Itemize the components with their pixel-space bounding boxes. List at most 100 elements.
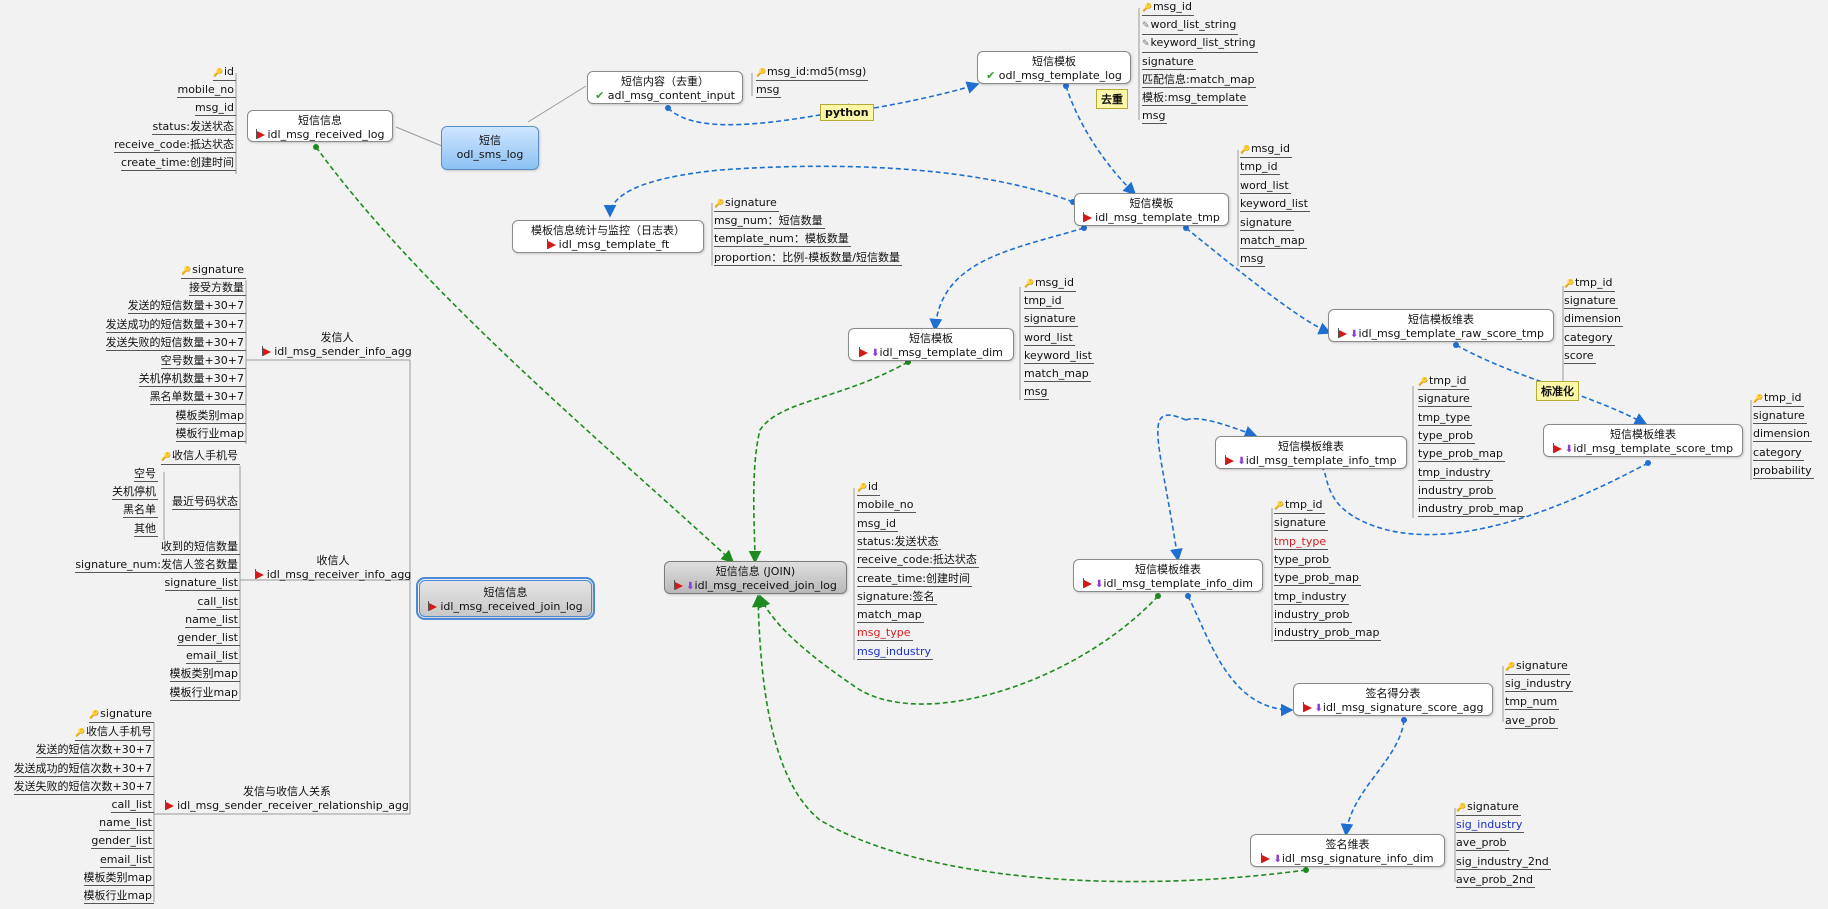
field-item: 收信人手机号 [161, 449, 240, 465]
node-table-name: idl_msg_sender_receiver_relationship_agg [177, 799, 409, 812]
field-item: category [1564, 330, 1615, 346]
node-receiver-agg[interactable]: 收信人 idl_msg_receiver_info_agg [254, 554, 412, 582]
field-item: word_list [1240, 178, 1291, 194]
node-title: 短信模板维表 [1408, 313, 1474, 326]
field-item: 发送成功的短信数量+30+7 [105, 317, 246, 333]
field-item: receive_code:抵达状态 [114, 137, 236, 153]
node-title: 签名维表 [1325, 838, 1370, 851]
field-item: 发送失败的短信次数+30+7 [13, 779, 154, 795]
field-item: tmp_id [1240, 160, 1280, 176]
field-item: 模板行业map [83, 889, 154, 904]
field-item: msg [1240, 252, 1266, 268]
node-content-input[interactable]: 短信内容（去重） ✔ adl_msg_content_input [587, 71, 743, 104]
field-item: tmp_num [1505, 695, 1560, 711]
flow-infodim-sig [1187, 595, 1294, 717]
field-item: 模板行业map [175, 426, 246, 442]
node-template-tmp[interactable]: 短信模板 idl_msg_template_tmp [1074, 193, 1229, 226]
field-item: dimension [1564, 312, 1623, 328]
node-title: 短信模板维表 [1278, 440, 1344, 453]
field-item: tmp_type [1274, 534, 1329, 550]
field-item: 关机停机 [112, 485, 158, 501]
field-item: category [1753, 445, 1804, 461]
node-title: 短信信息 (JOIN) [715, 565, 796, 578]
flow-loop [1157, 414, 1187, 562]
node-score-tmp[interactable]: 短信模板维表 ⬇idl_msg_template_score_tmp [1543, 424, 1743, 457]
field-item: name_list [99, 816, 154, 832]
arrow-down-icon: ⬇ [1314, 703, 1323, 714]
field-item: 模板类别map [169, 667, 240, 683]
node-sig-score-agg[interactable]: 签名得分表 ⬇idl_msg_signature_score_agg [1293, 683, 1493, 716]
check-icon: ✔ [986, 69, 996, 82]
field-item: dimension [1753, 427, 1812, 443]
field-item: signature [1274, 516, 1328, 532]
flag-icon [546, 239, 557, 249]
field-item: signature [1240, 215, 1294, 231]
flag-icon [674, 580, 684, 590]
node-info-dim[interactable]: 短信模板维表 ⬇idl_msg_template_info_dim [1073, 559, 1263, 592]
field-item: 发送成功的短信次数+30+7 [13, 761, 154, 777]
field-item: type_prob [1418, 428, 1476, 444]
field-item: signature_list [164, 576, 240, 592]
field-item: signature:签名 [857, 589, 937, 605]
flow-raw-score [1455, 344, 1648, 425]
arrow-down-icon: ⬇ [1273, 854, 1282, 865]
flow-tmp-raw [1185, 227, 1332, 335]
field-item: sig_industry [1456, 818, 1525, 834]
field-item: match_map [857, 608, 924, 624]
flag-icon [254, 569, 265, 579]
node-info-tmp[interactable]: 短信模板维表 ⬇idl_msg_template_info_tmp [1215, 436, 1407, 469]
node-table-name: idl_msg_received_join_log [694, 579, 837, 592]
node-odl-sms-log[interactable]: 短信 odl_sms_log [441, 126, 539, 170]
node-title: 短信模板 [1032, 55, 1076, 68]
field-item: keyword_list_string [1142, 36, 1258, 54]
node-join-log[interactable]: 短信信息 (JOIN) ⬇idl_msg_received_join_log [664, 561, 847, 594]
field-item: msg_id [1240, 142, 1292, 158]
node-relationship-agg[interactable]: 发信与收信人关系 idl_msg_sender_receiver_relatio… [164, 785, 410, 813]
field-item: type_prob_map [1274, 571, 1361, 587]
node-template-dim[interactable]: 短信模板 ⬇idl_msg_template_dim [848, 328, 1014, 361]
flag-icon [255, 129, 266, 139]
field-item: 接受方数量 [189, 281, 246, 297]
node-table-name: idl_msg_template_info_dim [1103, 577, 1253, 590]
node-title: 发信人 [320, 331, 354, 344]
node-title: 收信人 [316, 554, 350, 567]
field-item: probability [1753, 463, 1814, 479]
field-item: signature [89, 707, 154, 723]
field-item: match_map [1240, 234, 1307, 249]
node-received-log[interactable]: 短信信息 idl_msg_received_log [247, 110, 393, 142]
node-template-ft[interactable]: 模板信息统计与监控（日志表） idl_msg_template_ft [512, 220, 704, 253]
node-table-name: idl_msg_template_ft [558, 238, 670, 251]
flag-icon [262, 346, 272, 356]
node-raw-score-tmp[interactable]: 短信模板维表 ⬇idl_msg_template_raw_score_tmp [1328, 309, 1554, 342]
field-item: signature [1142, 54, 1196, 70]
flow-sigdim-join [751, 594, 1307, 883]
node-received-join-log-selected[interactable]: 短信信息 idl_msg_received_join_log [416, 577, 595, 620]
arrow-down-icon: ⬇ [1237, 456, 1246, 467]
callout-python: python [820, 104, 874, 121]
node-title: 短信模板 [1129, 197, 1174, 210]
field-item: industry_prob [1418, 483, 1496, 499]
flag-icon [1225, 455, 1235, 465]
field-item: msg_id:md5(msg) [756, 65, 869, 81]
field-item: tmp_id [1418, 374, 1469, 390]
arrow-down-icon: ⬇ [1564, 444, 1574, 455]
field-item: word_list [1024, 330, 1075, 346]
field-item: 关机停机数量+30+7 [138, 372, 246, 388]
node-title: 签名得分表 [1365, 687, 1421, 700]
field-item: signature [714, 196, 779, 212]
field-item: industry_prob_map [1418, 502, 1526, 518]
node-table-name: idl_msg_sender_info_agg [274, 345, 412, 358]
flag-icon [1261, 853, 1271, 863]
field-item: email_list [100, 852, 154, 868]
field-item: proportion：比例-模板数量/短信数量 [714, 250, 902, 266]
node-table-name: idl_msg_template_score_tmp [1573, 442, 1734, 455]
node-sender-agg[interactable]: 发信人 idl_msg_sender_info_agg [262, 331, 412, 359]
field-item: 黑名单数量+30+7 [149, 390, 246, 406]
node-table-name: idl_msg_template_info_tmp [1245, 454, 1397, 467]
field-item: word_list_string [1142, 18, 1239, 36]
node-sig-info-dim[interactable]: 签名维表 ⬇idl_msg_signature_info_dim [1250, 834, 1445, 867]
field-item: 最近号码状态 [172, 495, 240, 510]
field-item: call_list [197, 594, 240, 610]
node-odl-template-log[interactable]: 短信模板 ✔ odl_msg_template_log [977, 51, 1131, 84]
node-table-name: idl_msg_received_log [267, 128, 385, 141]
